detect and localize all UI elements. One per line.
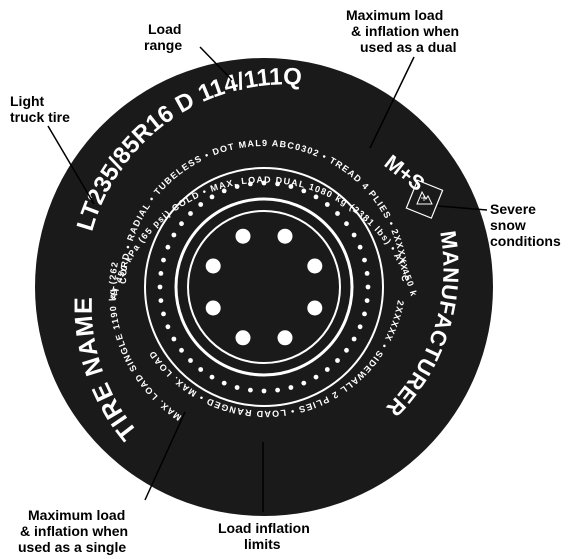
- rim-dot: [262, 389, 267, 394]
- callout-single-line-1: Maximum load: [28, 507, 125, 523]
- rim-dot: [325, 367, 330, 372]
- lug-hole: [206, 259, 221, 274]
- lug-hole: [236, 330, 251, 345]
- rim-dot: [172, 337, 177, 342]
- rim-dot: [344, 348, 349, 353]
- rim-dot: [362, 312, 367, 317]
- callout-load-range-line-2: range: [144, 37, 182, 53]
- rim-dot: [362, 258, 367, 263]
- rim-dot: [198, 367, 203, 372]
- callout-inflation-limits-line-2: limits: [244, 536, 281, 552]
- callout-severe-snow-line-3: conditions: [490, 233, 561, 249]
- callout-load-range-line-1: Load: [148, 21, 181, 37]
- rim-dot: [222, 381, 227, 386]
- callout-severe-snow: Severe snow conditions: [490, 201, 561, 249]
- callout-dual-line-3: used as a dual: [360, 39, 456, 55]
- rim-dot: [159, 298, 164, 303]
- rim-dot: [314, 195, 319, 200]
- rim-dot: [179, 348, 184, 353]
- rim-dot: [159, 271, 164, 276]
- callout-light-truck: Light truck tire: [10, 93, 70, 125]
- rim-dot: [166, 245, 171, 250]
- lug-hole: [278, 229, 293, 244]
- rim-dot: [325, 202, 330, 207]
- lug-hole: [236, 229, 251, 244]
- rim-dot: [289, 385, 294, 390]
- rim-dot: [366, 285, 371, 290]
- rim-dot: [210, 195, 215, 200]
- rim-dot: [301, 381, 306, 386]
- callout-inflation-limits-line-1: Load inflation: [218, 520, 310, 536]
- rim-dot: [158, 285, 163, 290]
- callout-light-truck-line-1: Light: [10, 93, 45, 109]
- rim-dot: [365, 271, 370, 276]
- rim-dot: [172, 233, 177, 238]
- callout-severe-snow-line-2: snow: [490, 217, 526, 233]
- rim-dot: [352, 233, 357, 238]
- rim-dot: [352, 337, 357, 342]
- rim-dot: [365, 298, 370, 303]
- lug-hole: [206, 301, 221, 316]
- callout-dual-line-2: & inflation when: [351, 23, 459, 39]
- rim-dot: [314, 375, 319, 380]
- callout-inflation-limits: Load inflation limits: [218, 520, 310, 552]
- rim-dot: [335, 211, 340, 216]
- rim-dot: [161, 312, 166, 317]
- rim-dot: [235, 385, 240, 390]
- callout-light-truck-line-2: truck tire: [10, 109, 70, 125]
- rim-dot: [166, 324, 171, 329]
- rim-dot: [188, 358, 193, 363]
- rim-dot: [210, 375, 215, 380]
- rim-dot: [161, 258, 166, 263]
- rim-dot: [275, 388, 280, 393]
- callout-single-line-2: & inflation when: [20, 523, 128, 539]
- rim-dot: [248, 388, 253, 393]
- callout-severe-snow-line-1: Severe: [490, 201, 536, 217]
- rim-dot: [198, 202, 203, 207]
- callout-dual: Maximum load & inflation when used as a …: [346, 7, 459, 55]
- rim-dot: [179, 221, 184, 226]
- rim-dot: [358, 245, 363, 250]
- tire-body: [35, 58, 493, 516]
- callout-single-line-3: used as a single: [18, 539, 126, 555]
- rim-dot: [344, 221, 349, 226]
- rim-dot: [188, 211, 193, 216]
- rim-dot: [335, 358, 340, 363]
- callout-single: Maximum load & inflation when used as a …: [18, 507, 128, 555]
- callout-dual-line-1: Maximum load: [346, 7, 443, 23]
- lug-hole: [278, 330, 293, 345]
- callout-load-range: Load range: [144, 21, 182, 53]
- rim-dot: [358, 324, 363, 329]
- lug-hole: [307, 301, 322, 316]
- lug-hole: [307, 259, 322, 274]
